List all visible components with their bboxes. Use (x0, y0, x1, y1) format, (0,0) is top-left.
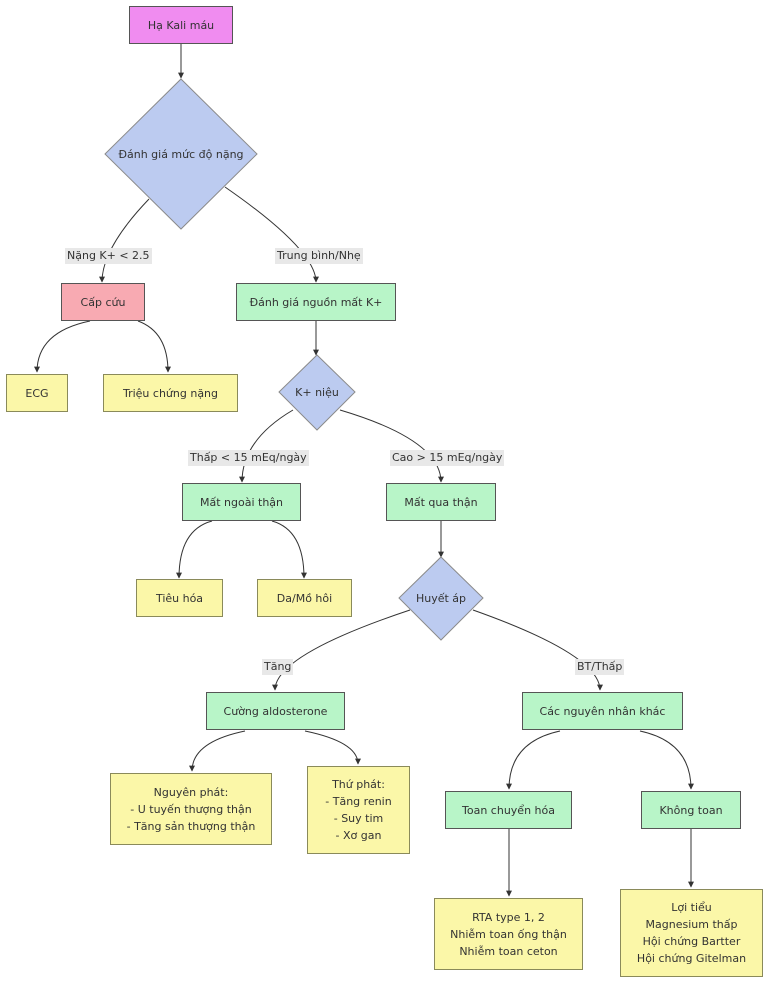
node-primary-label: Nguyên phát: - U tuyến thượng thận - Tăn… (126, 785, 256, 833)
node-emergency: Cấp cứu (61, 283, 145, 321)
node-aldosterone-label: Cường aldosterone (223, 704, 328, 718)
node-hypokalemia-label: Hạ Kali máu (147, 18, 215, 32)
edge-aldo-secondary (304, 730, 361, 765)
node-secondary: Thứ phát: - Tăng renin - Suy tim - Xơ ga… (307, 766, 410, 854)
edge-urine-extrarenal (239, 409, 294, 483)
node-secondary-label: Thứ phát: - Tăng renin - Suy tim - Xơ ga… (325, 778, 392, 842)
decision-bp-shape (398, 556, 484, 641)
node-aldosterone: Cường aldosterone (206, 692, 345, 730)
node-metabolic-acidosis-label: Toan chuyển hóa (462, 803, 555, 817)
node-other-causes-label: Các nguyên nhân khác (539, 704, 666, 718)
node-skin-sweat-label: Da/Mồ hôi (276, 591, 333, 605)
edge-label-normal-low: BT/Thấp (575, 659, 625, 675)
node-gi-label: Tiêu hóa (155, 591, 204, 605)
edge-assess-source (224, 186, 319, 283)
node-severe-symptoms-label: Triệu chứng nặng (122, 386, 219, 400)
edge-aldo-primary (189, 730, 246, 772)
edge-label-severe: Nặng K+ < 2.5 (65, 248, 152, 264)
edge-bp-other (472, 609, 603, 691)
edge-label-high: Cao > 15 mEq/ngày (390, 450, 505, 466)
node-skin-sweat: Da/Mồ hôi (257, 579, 352, 617)
node-no-acidosis-label: Không toan (659, 803, 723, 817)
node-ecg: ECG (6, 374, 68, 412)
edge-emergency-symptoms (137, 320, 171, 373)
decision-assess-shape (104, 78, 258, 230)
edge-assess-emergency (99, 198, 150, 283)
edge-emergency-ecg (34, 320, 91, 373)
node-gi: Tiêu hóa (136, 579, 223, 617)
edge-urine-renal (339, 409, 444, 483)
decision-urine-shape (278, 354, 356, 431)
node-hypokalemia: Hạ Kali máu (129, 6, 233, 44)
node-diuretics: Lợi tiểu Magnesium thấp Hội chứng Bartte… (620, 889, 763, 977)
edge-label-moderate: Trung bình/Nhẹ (275, 248, 363, 264)
edge-extrarenal-skin (271, 520, 307, 579)
node-other-causes: Các nguyên nhân khác (522, 692, 683, 730)
edge-other-noacidosis (639, 730, 694, 790)
node-rta: RTA type 1, 2 Nhiễm toan ống thận Nhiễm … (434, 898, 583, 970)
node-extrarenal-label: Mất ngoài thận (199, 495, 283, 509)
node-severe-symptoms: Triệu chứng nặng (103, 374, 238, 412)
edge-extrarenal-gi (176, 520, 213, 579)
node-metabolic-acidosis: Toan chuyển hóa (445, 791, 572, 829)
node-emergency-label: Cấp cứu (80, 295, 126, 309)
edge-label-low: Thấp < 15 mEq/ngày (188, 450, 309, 466)
edge-bp-aldo (272, 609, 411, 691)
node-ecg-label: ECG (25, 386, 49, 400)
node-renal-label: Mất qua thận (404, 495, 478, 509)
edge-other-acidosis (506, 730, 561, 790)
node-source-loss: Đánh giá nguồn mất K+ (236, 283, 396, 321)
node-primary: Nguyên phát: - U tuyến thượng thận - Tăn… (110, 773, 272, 845)
node-source-loss-label: Đánh giá nguồn mất K+ (249, 295, 383, 309)
node-diuretics-label: Lợi tiểu Magnesium thấp Hội chứng Bartte… (636, 901, 747, 965)
node-extrarenal: Mất ngoài thận (182, 483, 301, 521)
node-no-acidosis: Không toan (641, 791, 741, 829)
edge-label-increased: Tăng (262, 659, 294, 675)
node-renal: Mất qua thận (386, 483, 496, 521)
node-rta-label: RTA type 1, 2 Nhiễm toan ống thận Nhiễm … (450, 910, 567, 958)
